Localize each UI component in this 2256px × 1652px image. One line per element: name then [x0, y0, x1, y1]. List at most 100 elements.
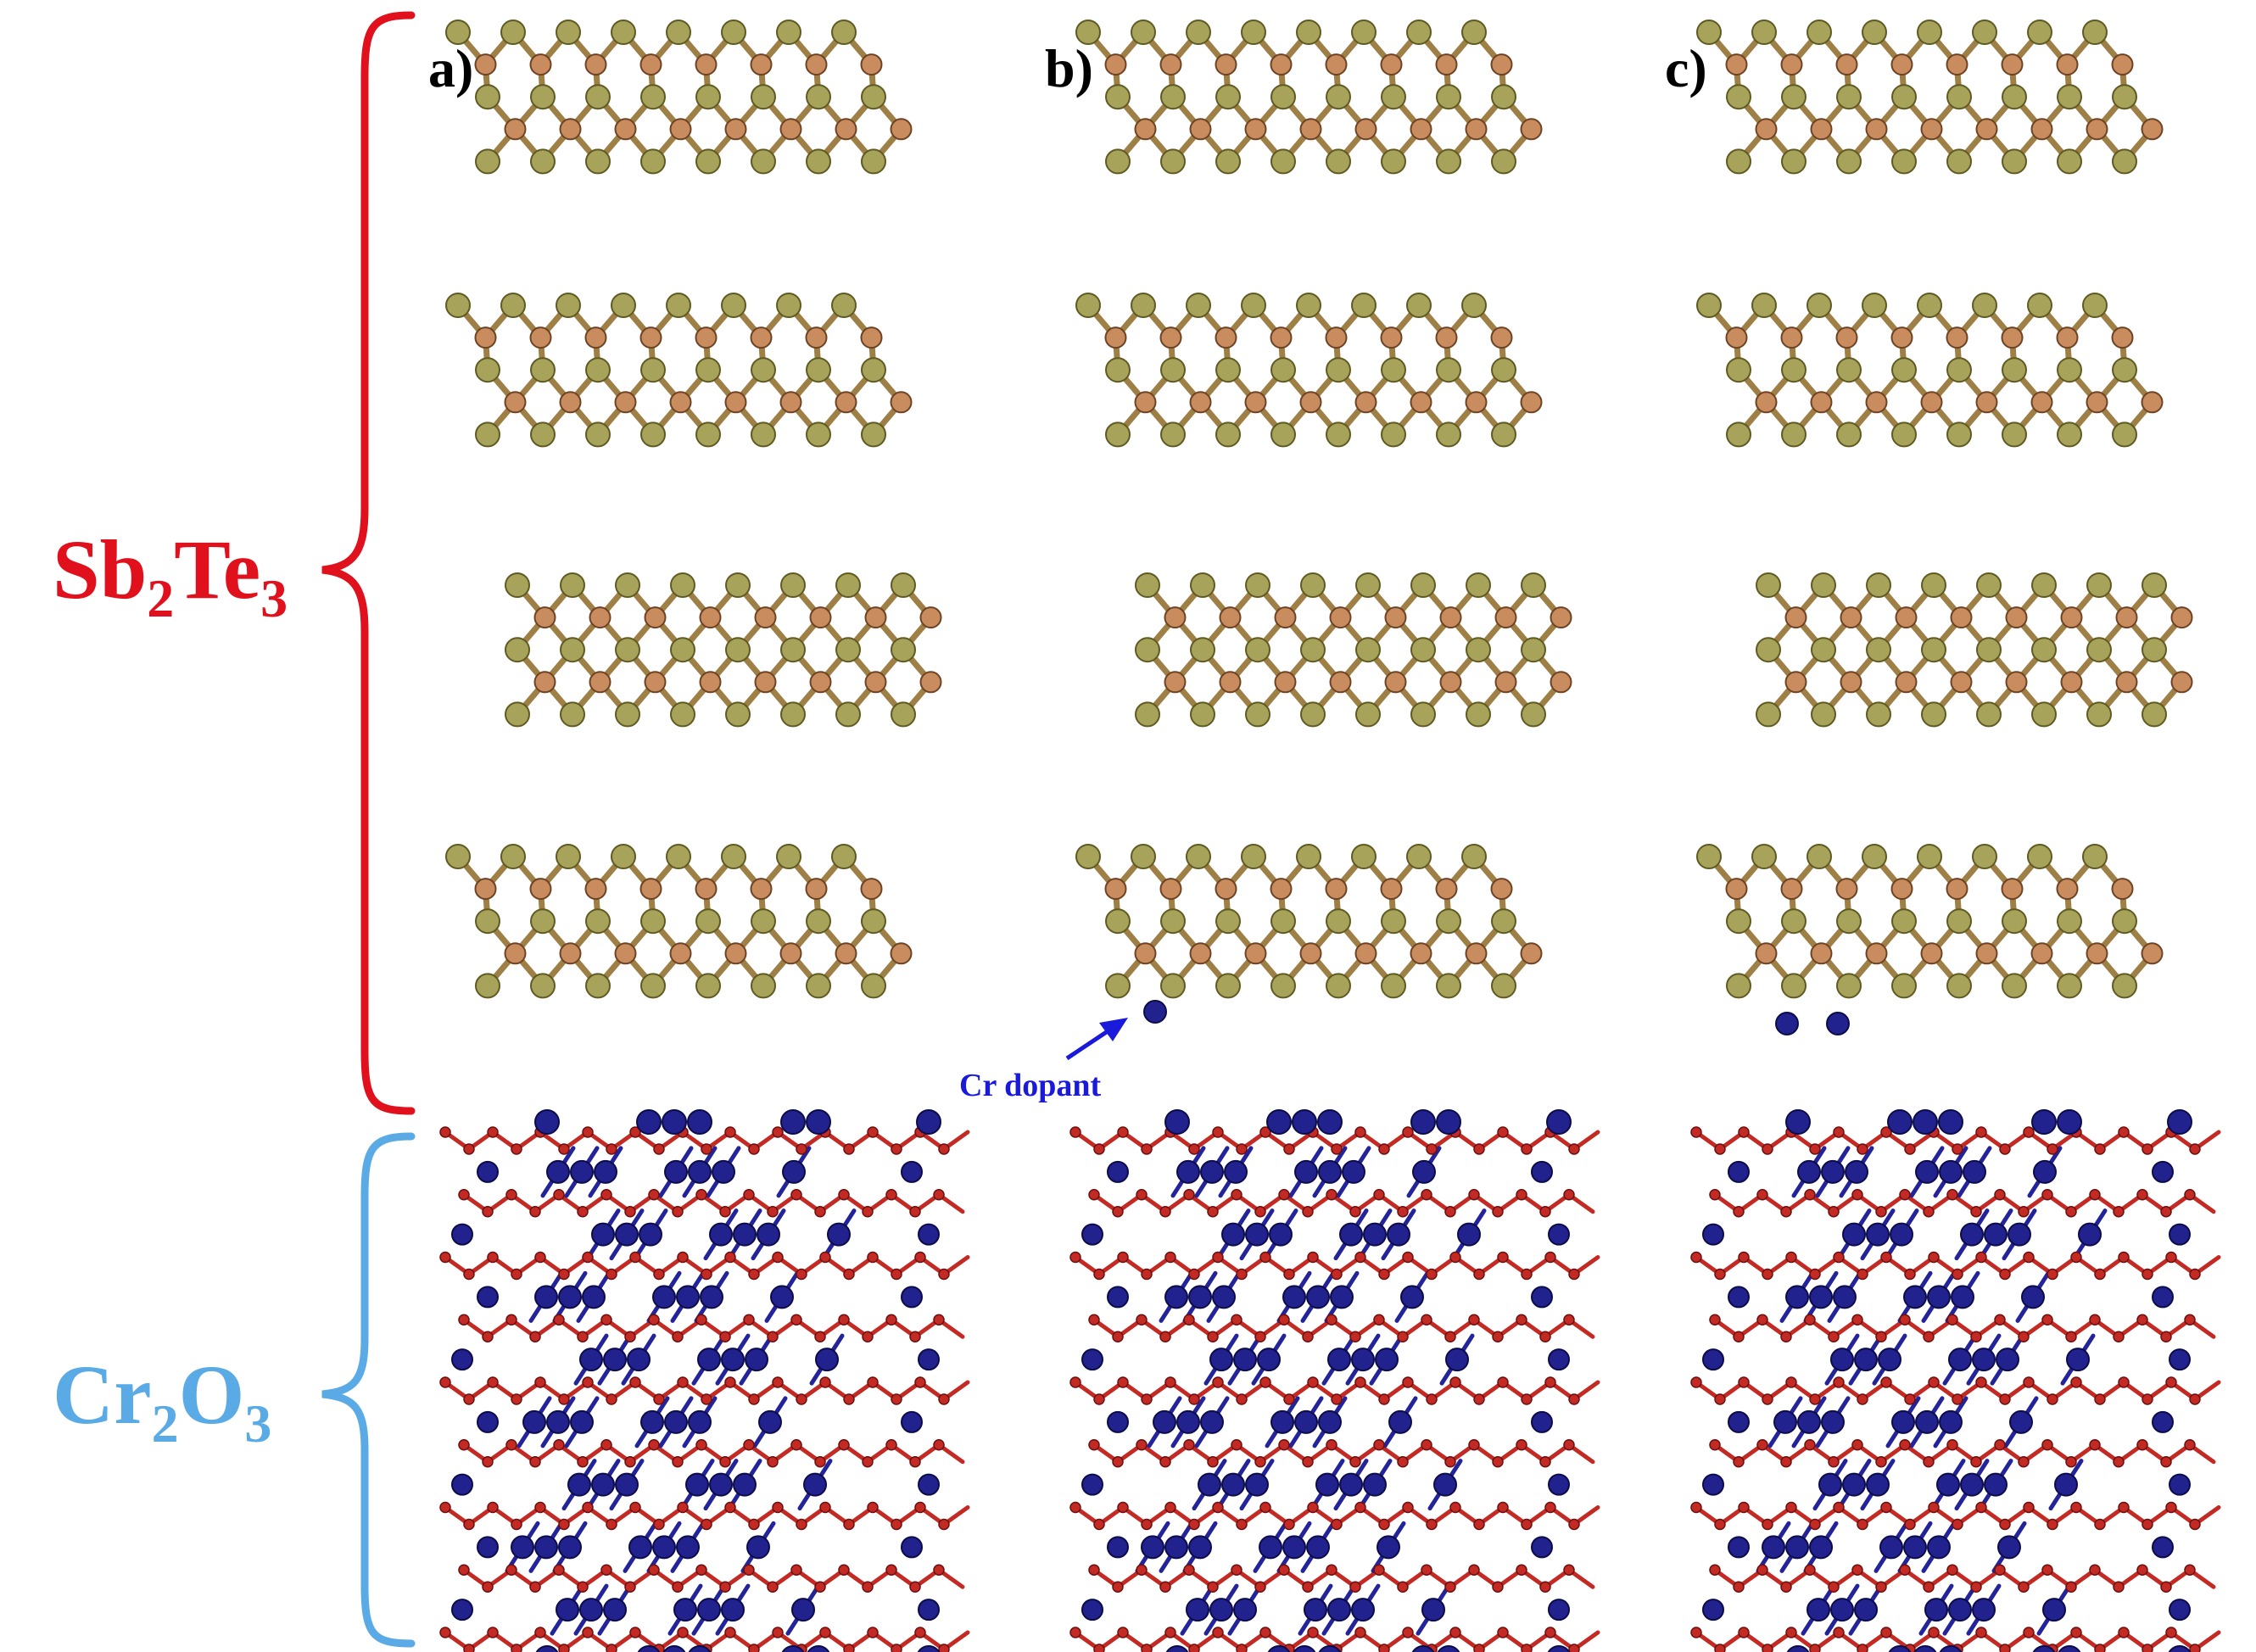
cr-atom [1797, 1159, 1821, 1184]
o-atom [1117, 1501, 1129, 1514]
te-atom [640, 908, 666, 935]
o-atom [1899, 1564, 1911, 1576]
cr-atom [697, 1348, 721, 1372]
te-atom [1891, 148, 1917, 175]
o-atom [748, 1518, 760, 1531]
te-atom [1131, 844, 1156, 869]
panel-label-a: a) [428, 38, 473, 98]
te-atom [1105, 84, 1131, 110]
o-atom [1857, 1518, 1868, 1531]
o-atom [1497, 1376, 1509, 1388]
o-atom [672, 1331, 684, 1342]
sb-atom [1354, 118, 1377, 141]
cr-atom [1153, 1409, 1176, 1434]
sb-atom [890, 118, 913, 141]
cr-atom [1330, 1285, 1354, 1309]
cr-atom [1327, 1598, 1351, 1622]
cr-atom [807, 1645, 830, 1652]
cr-atom [1412, 1159, 1436, 1184]
te-atom [721, 293, 746, 318]
te-atom [475, 973, 500, 999]
o-atom [796, 1268, 807, 1281]
te-atom [1751, 20, 1777, 45]
cr-atom [1317, 1109, 1343, 1135]
o-atom [1733, 1581, 1745, 1593]
sb-atom [1946, 53, 1968, 76]
o-atom [695, 1189, 707, 1201]
o-atom [1756, 1314, 1768, 1326]
te-atom [1406, 293, 1432, 318]
o-atom [1714, 1143, 1726, 1155]
o-atom [1899, 1314, 1911, 1326]
o-atom [1690, 1376, 1702, 1388]
te-atom [585, 84, 611, 110]
te-atom [1917, 844, 1942, 869]
o-atom [1809, 1393, 1821, 1405]
o-atom [1402, 1126, 1414, 1138]
o-atom [1875, 1456, 1887, 1468]
cr-atom [477, 1286, 499, 1309]
sb-atom [1274, 671, 1297, 694]
sb-atom [1920, 118, 1943, 141]
o-atom [1354, 1376, 1366, 1388]
cr-atom [1728, 1536, 1750, 1559]
cr-atom [1531, 1410, 1553, 1433]
o-atom [1999, 1268, 2011, 1281]
sb-atom [695, 53, 718, 76]
o-atom [701, 1143, 712, 1155]
cr-atom [815, 1348, 839, 1372]
te-atom [835, 637, 861, 663]
o-atom [819, 1627, 831, 1638]
o-atom [1231, 1439, 1242, 1451]
sb-atom [805, 326, 828, 349]
sb-atom [2086, 391, 2108, 414]
sb-atom [669, 942, 692, 965]
o-atom [1159, 1456, 1171, 1468]
cr-atom [745, 1348, 768, 1372]
sb-atom [1299, 391, 1322, 414]
o-atom [582, 1376, 594, 1388]
cr-atom [2078, 1222, 2102, 1247]
cr-atom [477, 1160, 499, 1183]
o-atom [1809, 1518, 1821, 1531]
sb-atom [1490, 878, 1513, 901]
cr-atom [1984, 1472, 2008, 1497]
o-atom [1468, 1314, 1480, 1326]
o-atom [2189, 1644, 2201, 1652]
o-atom [1828, 1456, 1840, 1468]
cr-atom [652, 1285, 676, 1309]
o-atom [1539, 1206, 1551, 1218]
o-atom [1326, 1189, 1337, 1201]
te-atom [1160, 908, 1186, 935]
o-atom [1544, 1376, 1556, 1388]
sb-atom [1354, 391, 1377, 414]
te-atom [2057, 84, 2082, 110]
te-atom [1862, 844, 1887, 869]
cr-dopant-arrow-line [1065, 1025, 1114, 1061]
te-atom [1245, 637, 1270, 663]
o-atom [672, 1206, 684, 1218]
te-atom [1781, 148, 1806, 175]
sb-atom [1865, 391, 1888, 414]
te-atom [611, 293, 636, 318]
te-atom [560, 701, 585, 728]
te-atom [530, 84, 556, 110]
te-atom [1781, 357, 1806, 383]
o-atom [1468, 1189, 1480, 1201]
o-atom [891, 1268, 902, 1281]
o-atom [1093, 1644, 1105, 1652]
o-atom [1426, 1518, 1438, 1531]
o-atom [2113, 1206, 2125, 1218]
o-atom [1283, 1518, 1295, 1531]
o-atom [1568, 1518, 1580, 1531]
te-atom [2031, 572, 2057, 598]
te-atom [751, 148, 776, 175]
cr-atom [1339, 1472, 1363, 1497]
o-atom [1307, 1627, 1319, 1638]
cr-atom [1702, 1348, 1724, 1371]
o-atom [1259, 1501, 1271, 1514]
cr-atom [918, 1223, 940, 1246]
te-atom [1866, 637, 1891, 663]
o-atom [1159, 1206, 1171, 1218]
o-atom [1999, 1143, 2011, 1155]
